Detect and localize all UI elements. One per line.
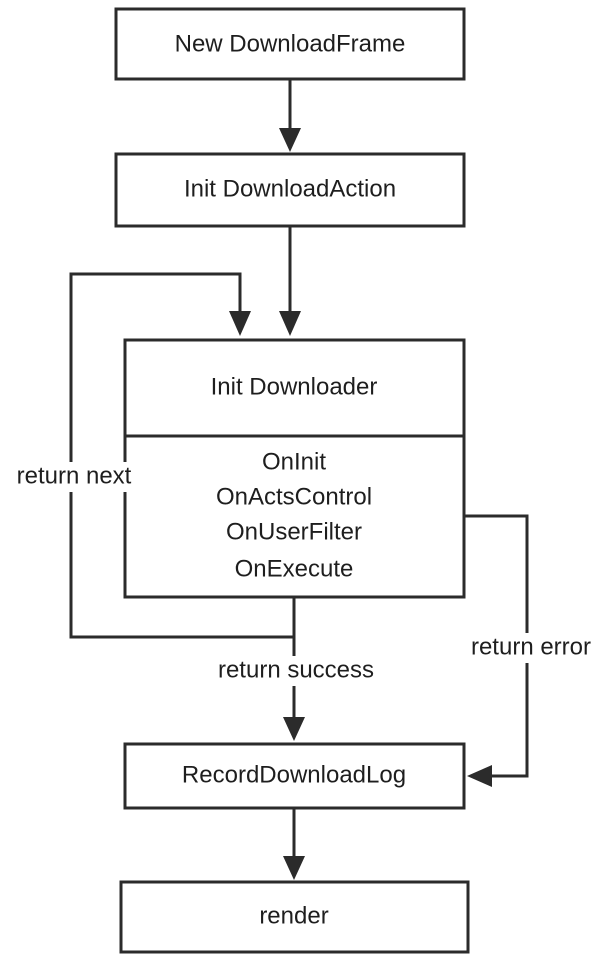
hook-oninit: OnInit	[262, 448, 326, 475]
node-record-download-log	[123, 742, 466, 810]
hook-onuserfilter: OnUserFilter	[226, 518, 362, 545]
arrowhead-return-next	[229, 311, 251, 336]
arrowhead-return-error	[467, 765, 492, 787]
label-bg-return-next	[4, 462, 144, 492]
node-new-download-frame-label: New DownloadFrame	[175, 30, 406, 57]
hook-onexecute: OnExecute	[235, 555, 354, 582]
label-bg-return-error	[458, 633, 604, 663]
hook-onactscontrol: OnActsControl	[216, 483, 372, 510]
arrowhead-frame-to-action	[279, 128, 301, 152]
node-init-download-action	[114, 152, 466, 228]
edge-label-return-error: return error	[471, 633, 591, 660]
edge-label-return-success: return success	[218, 656, 374, 683]
node-record-download-log-label: RecordDownloadLog	[182, 761, 406, 788]
arrowhead-action-to-downloader	[279, 311, 301, 336]
edge-return-next-loop	[69, 272, 296, 639]
edge-label-return-next: return next	[17, 462, 132, 489]
node-render	[119, 880, 470, 954]
node-init-download-action-label: Init DownloadAction	[184, 175, 396, 202]
node-init-downloader	[123, 338, 466, 599]
node-render-label: render	[259, 902, 328, 929]
arrowhead-return-success	[283, 717, 305, 741]
node-init-downloader-label: Init Downloader	[211, 373, 378, 400]
node-new-download-frame	[114, 7, 466, 81]
arrowhead-log-to-render	[283, 856, 305, 880]
label-bg-return-success	[200, 656, 390, 686]
